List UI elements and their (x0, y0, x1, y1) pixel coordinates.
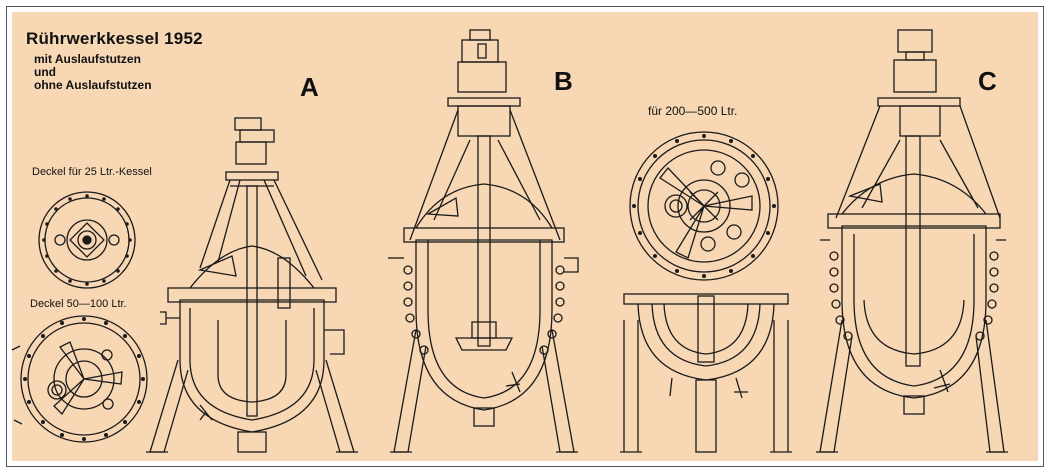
lid-200-500-diagram (629, 131, 779, 281)
subtitle-line-2: und (34, 65, 56, 79)
label-a: A (300, 72, 319, 102)
subtitle-line-3: ohne Auslaufstutzen (34, 78, 152, 92)
page-title: Rührwerkkessel 1952 (26, 29, 203, 48)
vessel-b-drawing (388, 29, 579, 453)
image-frame (6, 6, 1044, 467)
lid-25-diagram (38, 191, 136, 289)
lid-200-500-caption: für 200—500 Ltr. (648, 104, 738, 118)
label-b: B (554, 66, 573, 96)
lid-50-100-caption: Deckel 50—100 Ltr. (30, 298, 127, 310)
subtitle-line-1: mit Auslaufstutzen (34, 52, 141, 66)
label-c: C (978, 66, 997, 96)
lid-50-100-diagram (11, 315, 148, 443)
bottom-section-drawing (620, 293, 792, 453)
lid-25-caption: Deckel für 25 Ltr.-Kessel (32, 166, 152, 178)
vessel-c-drawing (816, 29, 1008, 453)
vessel-a-drawing (146, 117, 358, 453)
